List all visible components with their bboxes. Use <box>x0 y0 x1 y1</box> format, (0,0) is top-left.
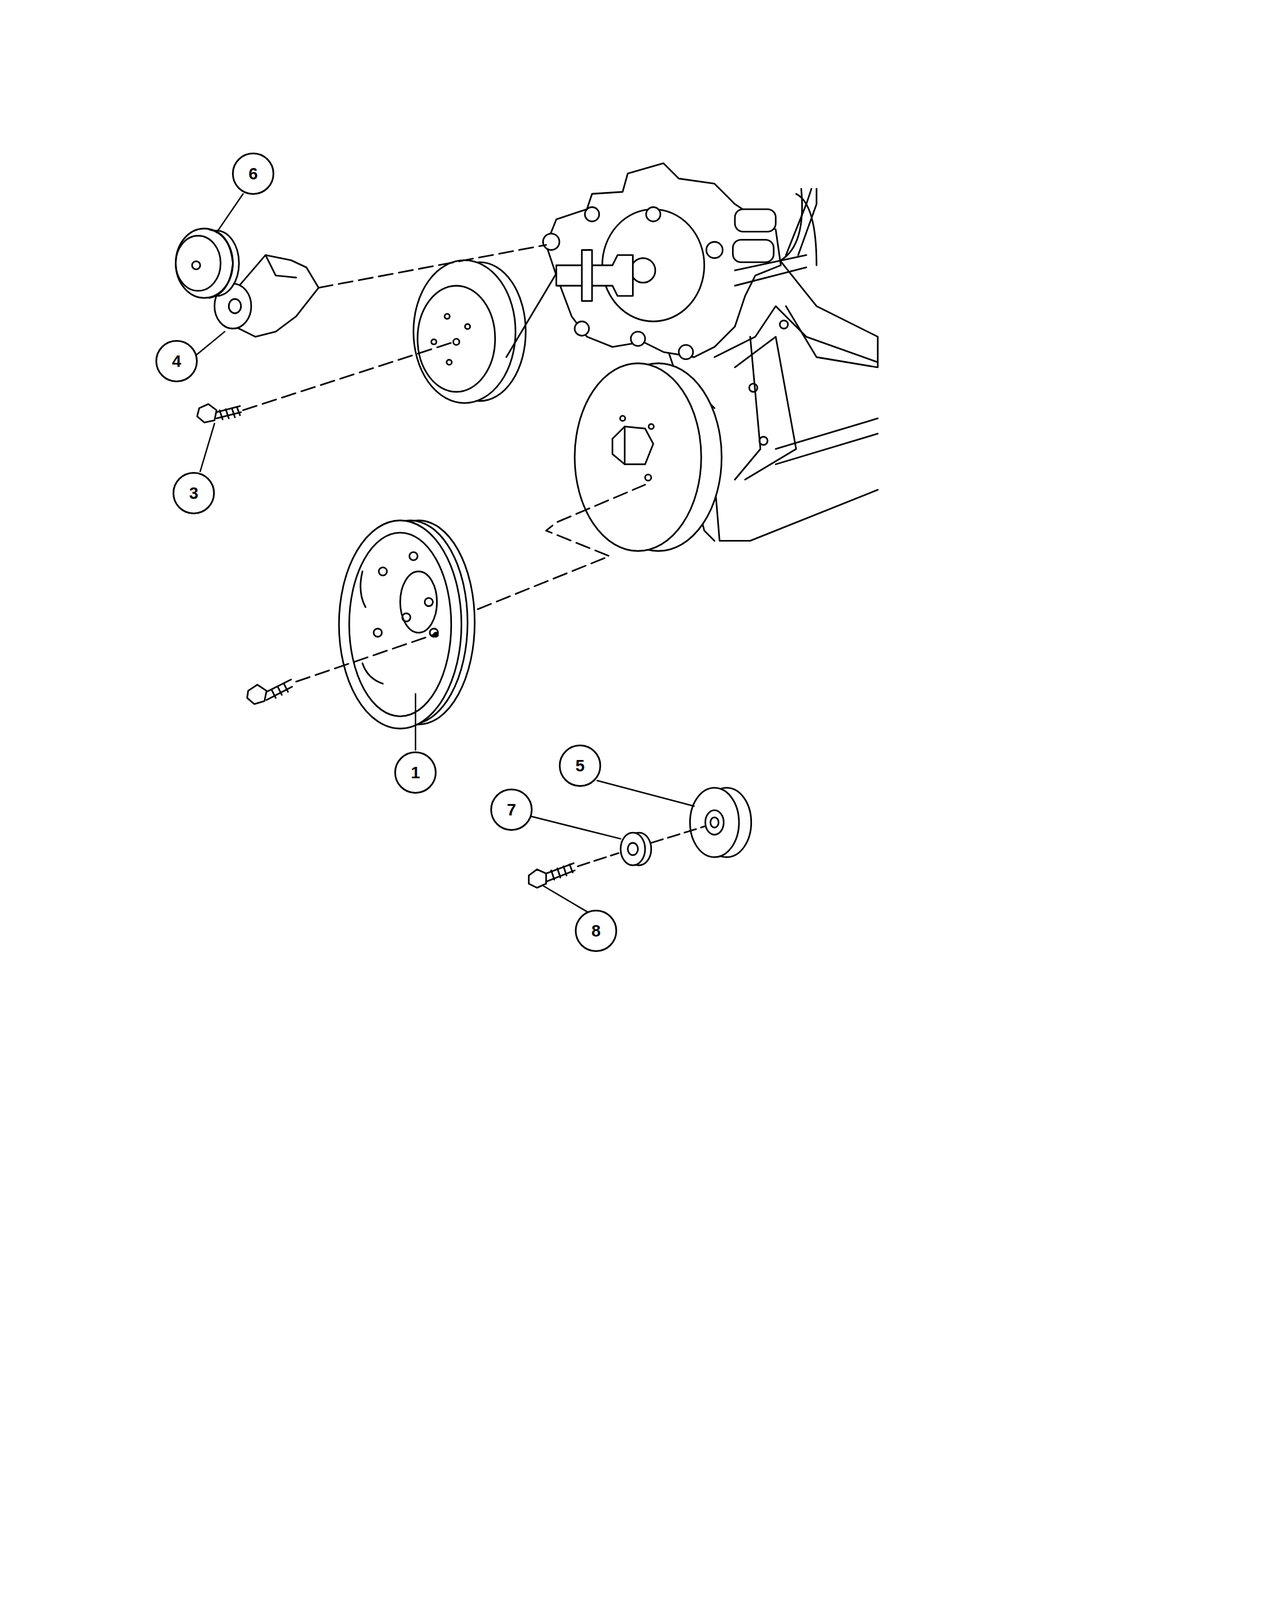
callout-circle: 7 <box>490 788 533 831</box>
callout-number: 4 <box>172 353 182 370</box>
mounting-line <box>477 484 646 610</box>
water-pump-pulley <box>413 260 557 403</box>
callout-circle: 8 <box>574 909 618 952</box>
bolt <box>528 853 619 888</box>
water-pump-housing <box>542 163 817 360</box>
callout-circle: 4 <box>155 340 198 383</box>
callout-number: 5 <box>575 757 585 775</box>
callout-number: 3 <box>189 485 199 502</box>
crankshaft-pulley <box>338 520 475 729</box>
callout-number: 7 <box>506 801 516 819</box>
callout-circle: 6 <box>232 152 275 195</box>
spacer <box>620 832 652 866</box>
callout-number: 6 <box>248 165 258 183</box>
callout-circle: 3 <box>172 472 215 515</box>
belt-tensioner <box>176 228 319 337</box>
crankshaft-damper <box>574 363 722 552</box>
callout-circle: 1 <box>394 751 437 794</box>
bolt <box>247 634 435 704</box>
mounting-line <box>651 826 705 843</box>
callout-number: 1 <box>410 764 420 782</box>
callout-number: 8 <box>591 922 601 940</box>
callout-circle: 5 <box>558 744 602 787</box>
mounting-line <box>318 245 547 288</box>
idler-pulley <box>690 788 752 858</box>
bolt <box>197 341 455 423</box>
leader-line <box>196 193 694 912</box>
